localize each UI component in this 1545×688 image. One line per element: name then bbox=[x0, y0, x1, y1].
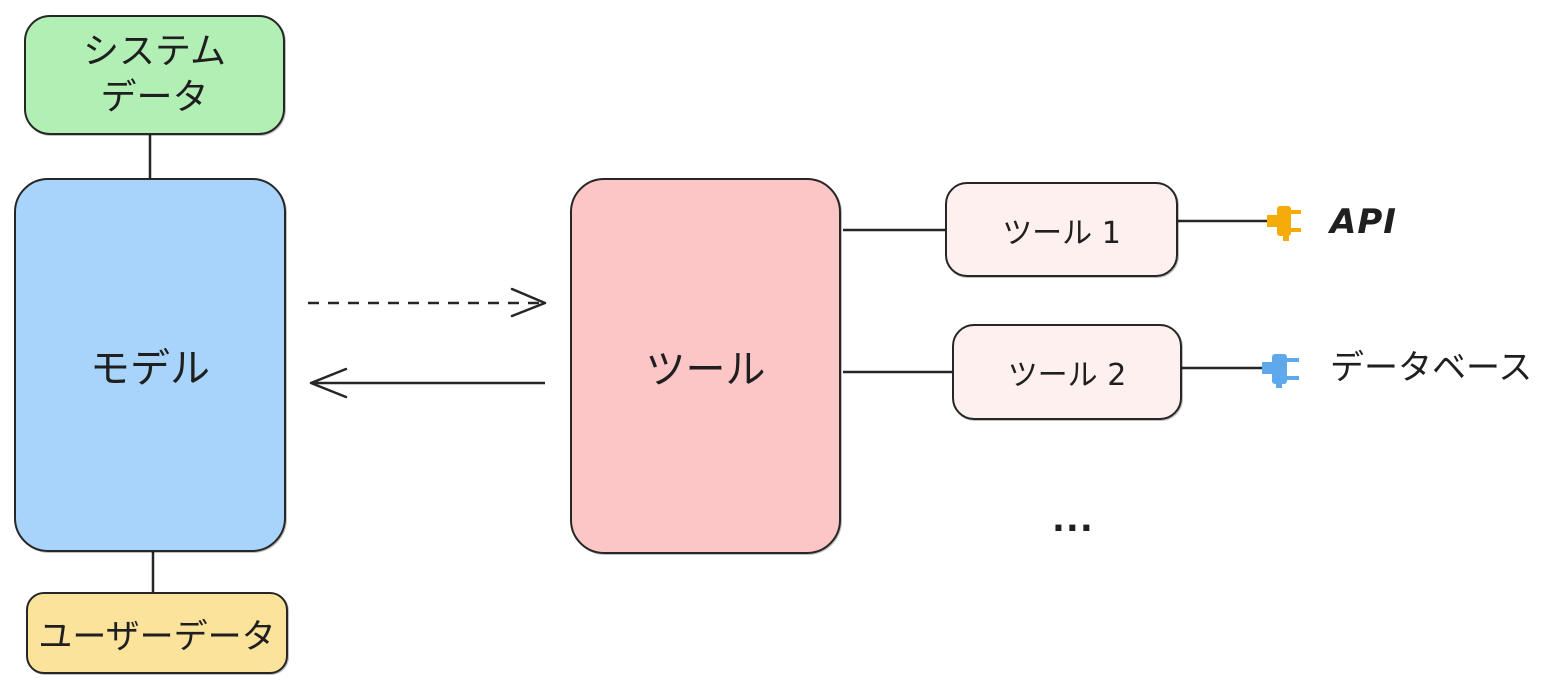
tool-2-label: ツール 2 bbox=[1007, 358, 1127, 393]
system-data-box: システム データ bbox=[24, 15, 285, 135]
tool-1-label: ツール 1 bbox=[1002, 215, 1121, 251]
user-data-label: ユーザーデータ bbox=[38, 616, 276, 657]
system-data-label-line1: システム bbox=[83, 31, 226, 72]
tool-2-box: ツール 2 bbox=[952, 324, 1182, 420]
dashed-arrow-head bbox=[510, 287, 547, 318]
system-data-label-line2: データ bbox=[100, 77, 209, 118]
tool-1-box: ツール 1 bbox=[945, 182, 1178, 277]
solid-arrow-head bbox=[309, 367, 348, 399]
api-label: API bbox=[1330, 202, 1397, 242]
model-label: モデル bbox=[90, 346, 210, 392]
plug-icon bbox=[1262, 354, 1299, 388]
tool-hub-label: ツール bbox=[645, 347, 766, 393]
database-label: データベース bbox=[1330, 348, 1533, 388]
user-data-box: ユーザーデータ bbox=[26, 592, 288, 674]
plug-icon bbox=[1267, 206, 1301, 241]
more-tools-ellipsis: ... bbox=[1052, 500, 1094, 540]
model-box: モデル bbox=[14, 178, 286, 552]
tool-hub-box: ツール bbox=[570, 178, 841, 554]
